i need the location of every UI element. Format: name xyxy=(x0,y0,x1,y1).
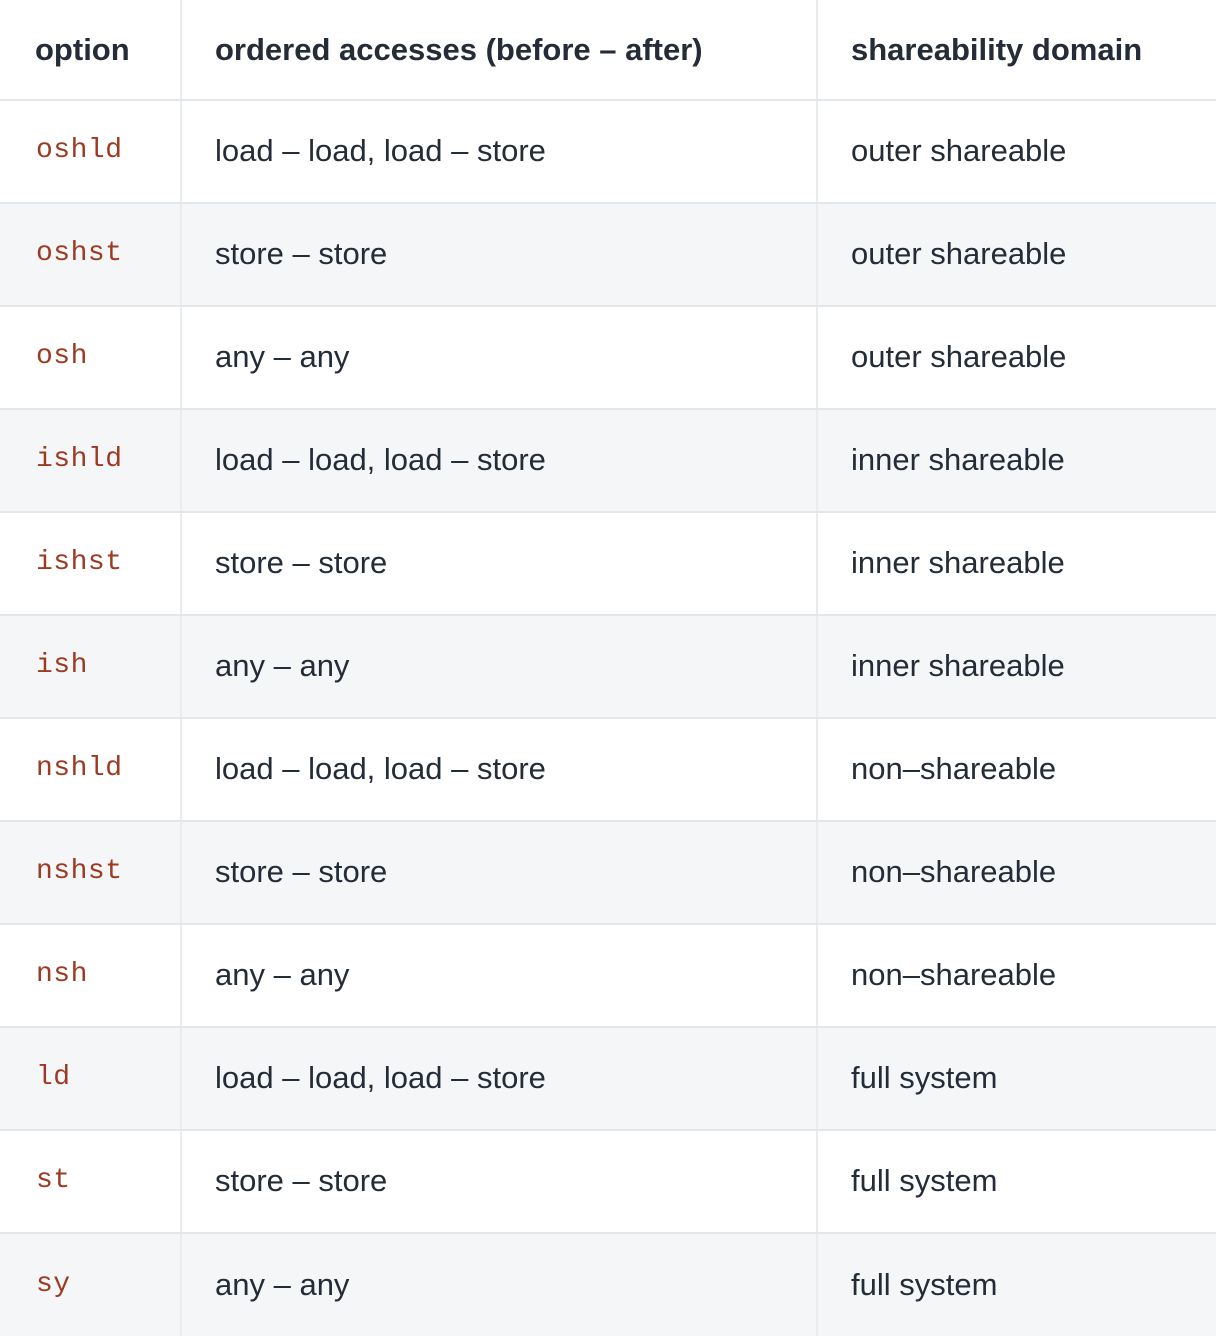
cell-shareability-domain: outer shareable xyxy=(817,306,1216,410)
cell-ordered-accesses: load – load, load – store xyxy=(181,100,818,204)
cell-ordered-accesses: any – any xyxy=(181,924,818,1028)
cell-option: ishst xyxy=(0,512,182,616)
cell-option: nshst xyxy=(0,821,182,925)
cell-ordered-accesses: load – load, load – store xyxy=(181,1027,818,1131)
cell-ordered-accesses: store – store xyxy=(181,1130,818,1234)
cell-shareability-domain: inner shareable xyxy=(817,409,1216,513)
cell-option: ishld xyxy=(0,409,182,513)
cell-shareability-domain: full system xyxy=(817,1027,1216,1131)
cell-ordered-accesses: any – any xyxy=(181,306,818,410)
table-header: option ordered accesses (before – after)… xyxy=(0,0,1216,101)
table-header-row: option ordered accesses (before – after)… xyxy=(0,0,1216,101)
cell-option: ish xyxy=(0,615,182,719)
cell-shareability-domain: inner shareable xyxy=(817,615,1216,719)
cell-ordered-accesses: load – load, load – store xyxy=(181,409,818,513)
cell-option: osh xyxy=(0,306,182,410)
cell-option: sy xyxy=(0,1233,182,1336)
cell-shareability-domain: non–shareable xyxy=(817,924,1216,1028)
cell-shareability-domain: inner shareable xyxy=(817,512,1216,616)
cell-ordered-accesses: store – store xyxy=(181,203,818,307)
cell-option: ld xyxy=(0,1027,182,1131)
cell-shareability-domain: outer shareable xyxy=(817,100,1216,204)
cell-option: nshld xyxy=(0,718,182,822)
cell-option: nsh xyxy=(0,924,182,1028)
column-header-shareability: shareability domain xyxy=(817,0,1216,101)
cell-ordered-accesses: store – store xyxy=(181,512,818,616)
cell-shareability-domain: non–shareable xyxy=(817,718,1216,822)
cell-shareability-domain: full system xyxy=(817,1233,1216,1336)
column-header-option: option xyxy=(0,0,182,101)
cell-ordered-accesses: load – load, load – store xyxy=(181,718,818,822)
cell-ordered-accesses: any – any xyxy=(181,1233,818,1336)
cell-ordered-accesses: store – store xyxy=(181,821,818,925)
cell-shareability-domain: non–shareable xyxy=(817,821,1216,925)
cell-option: oshld xyxy=(0,100,182,204)
cell-ordered-accesses: any – any xyxy=(181,615,818,719)
cell-shareability-domain: full system xyxy=(817,1130,1216,1234)
column-header-accesses: ordered accesses (before – after) xyxy=(181,0,818,101)
cell-shareability-domain: outer shareable xyxy=(817,203,1216,307)
cell-option: st xyxy=(0,1130,182,1234)
cell-option: oshst xyxy=(0,203,182,307)
